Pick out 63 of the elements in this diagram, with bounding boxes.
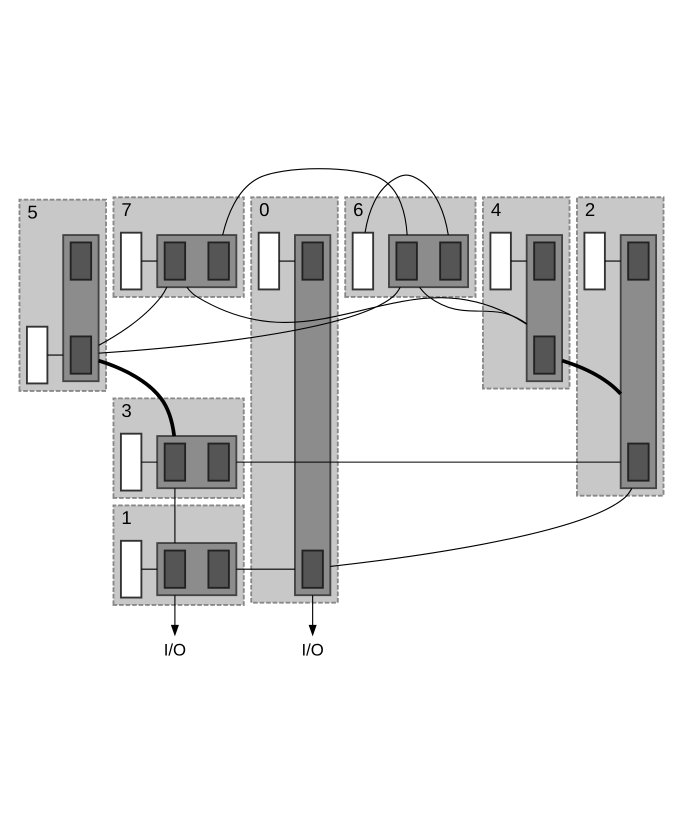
node-box xyxy=(70,335,92,374)
connector xyxy=(186,286,527,324)
cluster xyxy=(388,234,469,288)
cluster xyxy=(156,234,238,288)
cluster xyxy=(620,234,657,489)
connector xyxy=(222,168,408,235)
connector xyxy=(141,461,158,462)
node-box xyxy=(439,241,462,280)
cluster xyxy=(62,234,100,382)
connector xyxy=(141,568,158,570)
connector xyxy=(604,260,621,262)
node-box xyxy=(164,442,186,482)
connector xyxy=(98,286,168,346)
node-box xyxy=(533,241,556,280)
node-box xyxy=(583,231,606,290)
connector xyxy=(141,260,158,262)
node-box xyxy=(120,432,142,491)
node-box xyxy=(533,335,556,374)
arrow xyxy=(308,594,317,636)
node-box xyxy=(258,231,280,290)
connector xyxy=(330,487,632,566)
cluster: 1 xyxy=(112,504,245,606)
connector xyxy=(419,286,527,324)
node-box xyxy=(120,231,142,290)
connector xyxy=(364,174,449,235)
cluster xyxy=(156,434,238,489)
cluster xyxy=(526,234,563,382)
node-box xyxy=(207,549,230,588)
connector xyxy=(510,260,527,262)
connector xyxy=(562,358,622,395)
connector xyxy=(279,260,295,262)
node-box xyxy=(26,325,48,384)
node-box xyxy=(301,549,324,588)
node-box xyxy=(395,241,418,280)
connector xyxy=(236,461,621,462)
arrow xyxy=(170,594,179,636)
connector xyxy=(98,286,401,354)
cluster: 0 xyxy=(250,196,339,604)
node-box xyxy=(352,231,374,290)
node-box xyxy=(489,231,512,290)
connector xyxy=(236,568,295,570)
node-text: I/O xyxy=(301,640,324,660)
cluster xyxy=(156,542,238,596)
node-box xyxy=(301,241,324,280)
node-box xyxy=(164,241,186,280)
cluster: 6 xyxy=(344,196,476,298)
node-box xyxy=(207,442,230,482)
node-box xyxy=(164,549,186,588)
cluster: 3 xyxy=(112,396,245,498)
connector xyxy=(47,354,64,356)
cluster: 2 xyxy=(576,196,664,496)
node-box xyxy=(627,241,650,280)
cluster: 4 xyxy=(482,196,570,390)
cluster: 7 xyxy=(112,196,245,298)
connector xyxy=(98,358,176,436)
node-box xyxy=(70,241,92,280)
cluster xyxy=(294,234,332,596)
node-box xyxy=(120,539,142,598)
node-box xyxy=(207,241,230,280)
node-text: I/O xyxy=(164,640,186,660)
connector xyxy=(174,488,176,543)
cluster: 5 xyxy=(18,198,107,392)
node-box xyxy=(627,442,650,482)
